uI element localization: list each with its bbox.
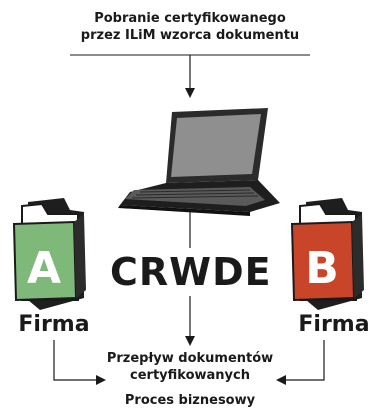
folder-b-letter: B — [305, 243, 339, 294]
top-caption-line2: przez ILiM wzorca dokumentu — [80, 28, 300, 43]
process-caption: Proces biznesowy — [124, 393, 256, 408]
crwde-label: CRWDE — [110, 250, 272, 294]
flow-caption-line2: certyfikowanych — [130, 368, 250, 383]
top-caption-line1: Pobranie certyfikowanego — [94, 11, 286, 26]
laptop-icon — [118, 108, 280, 216]
flow-caption-line1: Przepływ dokumentów — [106, 351, 274, 366]
company-b-label: Firma — [298, 312, 370, 337]
folder-a-icon: A — [12, 198, 86, 310]
folder-a-letter: A — [27, 243, 61, 294]
left-flow-arrow — [53, 340, 106, 385]
top-caption: Pobranie certyfikowanego przez ILiM wzor… — [40, 10, 340, 44]
company-a-label: Firma — [18, 312, 90, 337]
folder-b-icon: B — [290, 198, 364, 310]
right-flow-arrow — [276, 340, 325, 385]
flow-caption: Przepływ dokumentów certyfikowanych — [70, 350, 310, 384]
